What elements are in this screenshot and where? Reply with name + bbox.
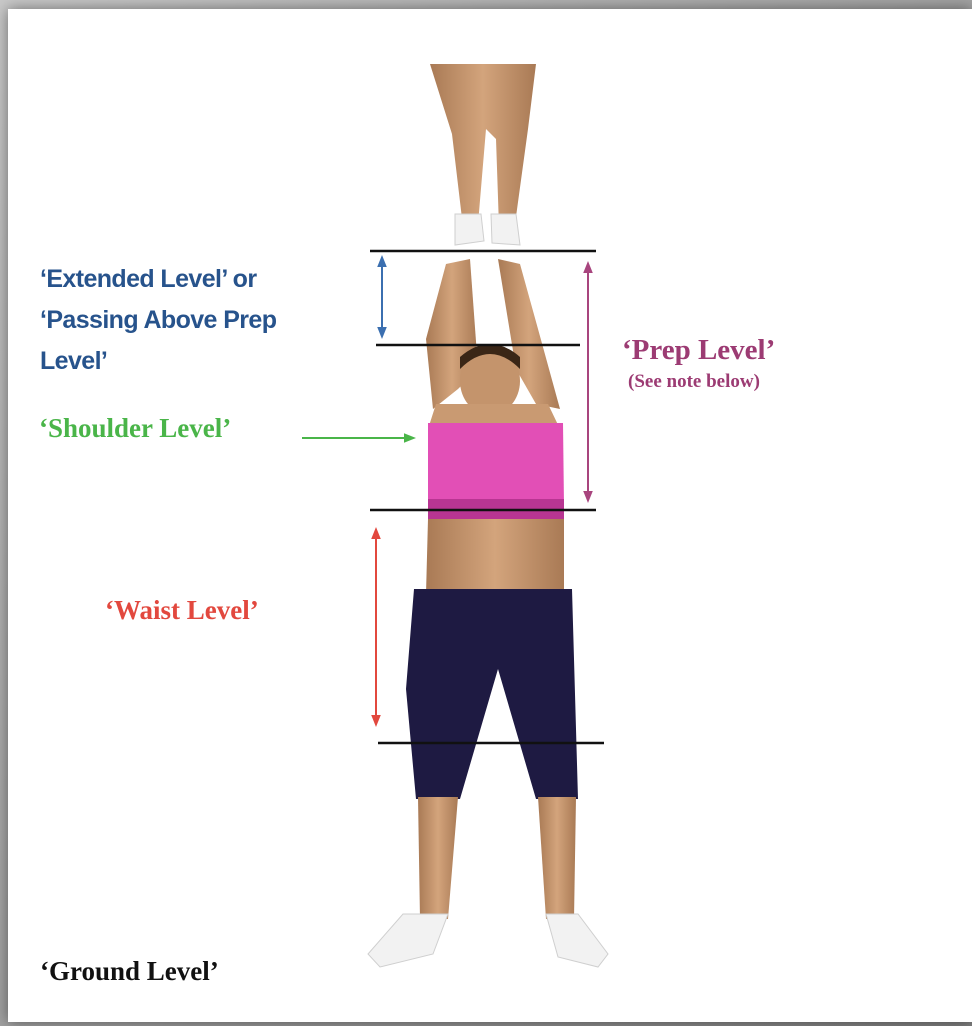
waist-level-label: ‘Waist Level’ [105,595,259,626]
extended-level-label: ‘Extended Level’ or ‘Passing Above Prep … [40,259,340,382]
shoulder-level-label: ‘Shoulder Level’ [39,413,231,444]
ground-level-label: ‘Ground Level’ [40,956,219,987]
prep-level-note: (See note below) [628,371,760,393]
flyer-legs [430,64,536,245]
stunt-level-figure [8,9,972,1022]
document-page: ‘Extended Level’ or ‘Passing Above Prep … [8,9,972,1022]
sports-top [428,423,564,506]
prep-level-label: ‘Prep Level’ [622,334,775,367]
pants [406,589,578,799]
base-figure [368,259,608,967]
